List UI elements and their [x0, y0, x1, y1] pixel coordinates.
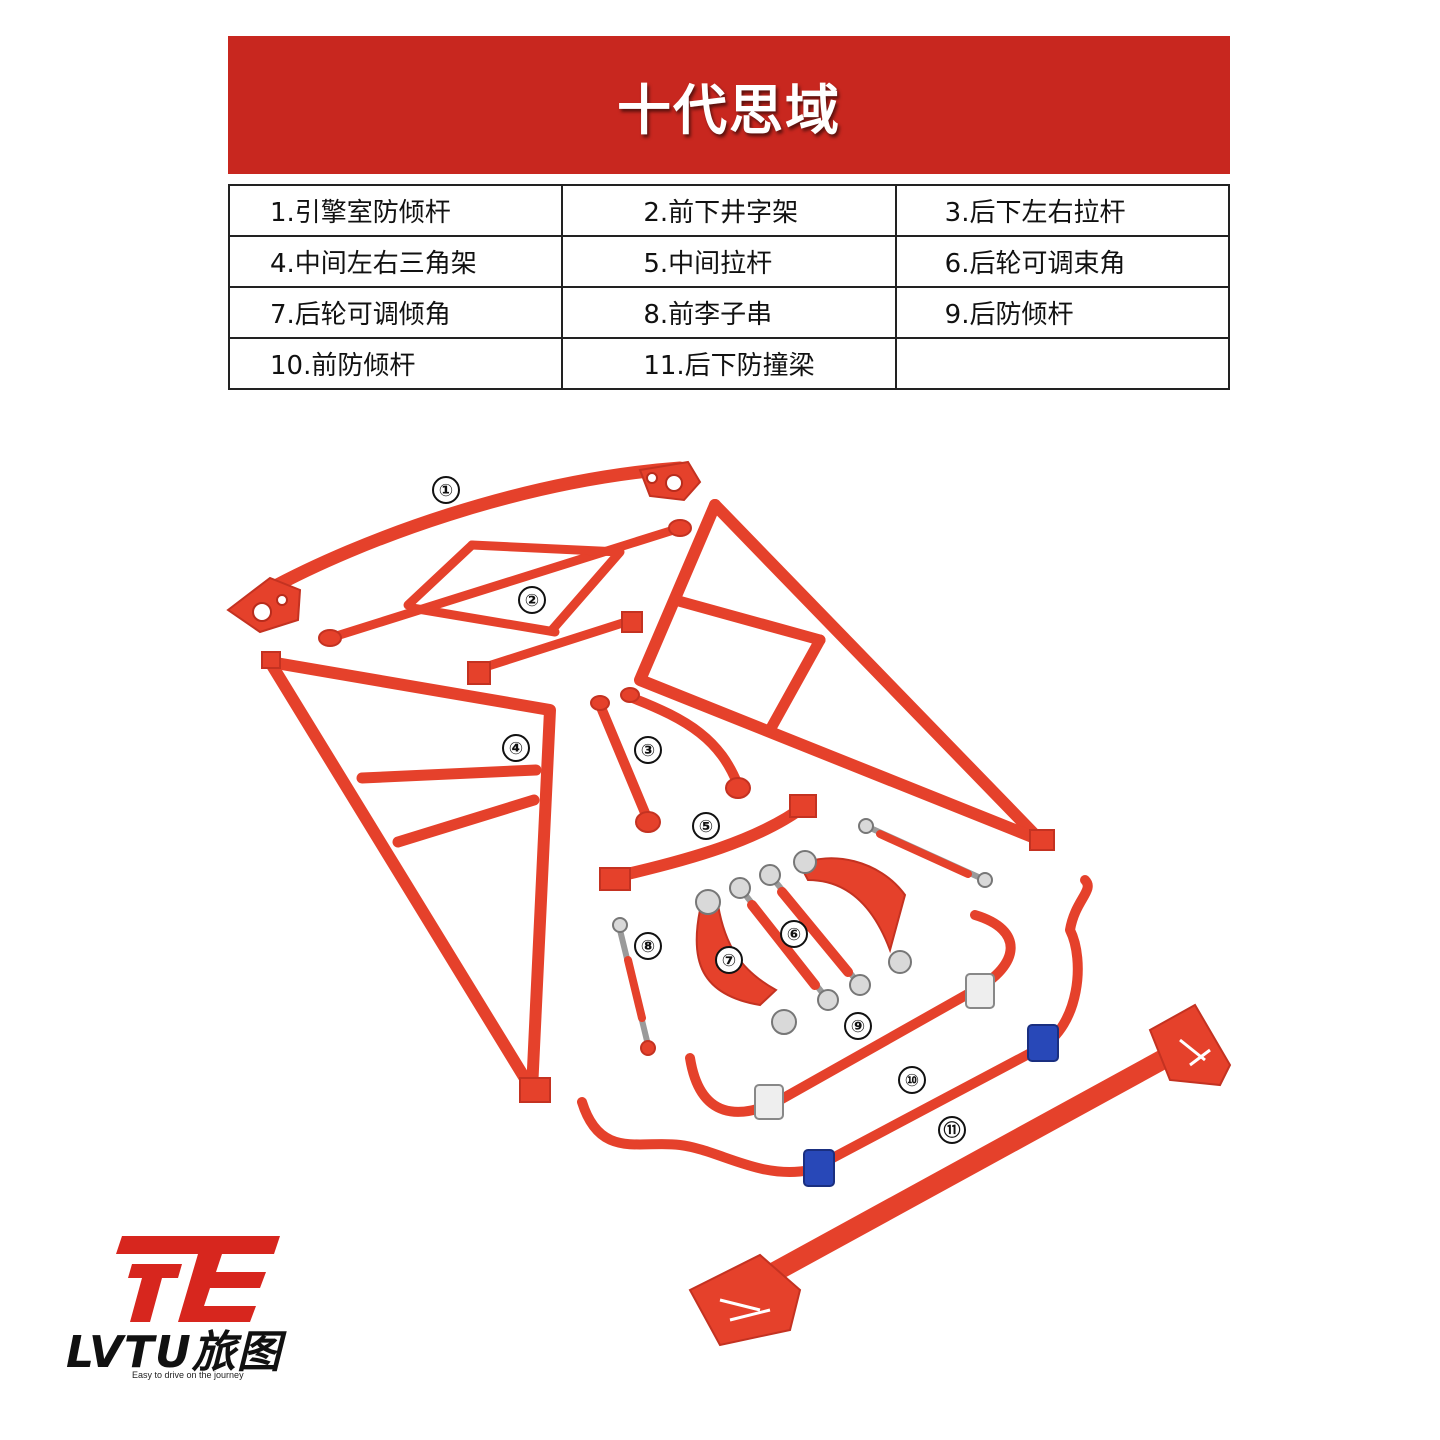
- brand-logo: LVTU旅图 Easy to drive on the journey: [66, 1232, 346, 1382]
- callout-11: ⑪: [938, 1116, 966, 1144]
- rear-lower-links: [590, 687, 751, 833]
- callout-9: ⑨: [844, 1012, 872, 1040]
- front-lower-brace: [318, 519, 692, 685]
- table-cell: 9.后防倾杆: [894, 286, 1231, 339]
- brand-mark-icon: [116, 1236, 280, 1322]
- svg-text:③: ③: [641, 741, 655, 761]
- title-banner: 十代思域: [228, 36, 1230, 174]
- callout-6: ⑥: [780, 920, 808, 948]
- engine-strut-bar: [226, 460, 702, 634]
- adjustable-toe-arms: [729, 864, 871, 1011]
- svg-text:⑦: ⑦: [722, 951, 736, 971]
- middle-link: [599, 794, 817, 891]
- rear-sway-bar: [685, 910, 1016, 1120]
- table-cell: 10.前防倾杆: [227, 337, 564, 390]
- callout-7: ⑦: [715, 946, 743, 974]
- table-cell: 1.引擎室防倾杆: [227, 184, 564, 237]
- table-row: 4.中间左右三角架 5.中间拉杆 6.后轮可调束角: [227, 235, 1231, 288]
- table-cell: 6.后轮可调束角: [894, 235, 1231, 288]
- callout-8: ⑧: [634, 932, 662, 960]
- svg-text:②: ②: [525, 591, 539, 611]
- table-cell: 5.中间拉杆: [561, 235, 897, 288]
- svg-text:⑨: ⑨: [851, 1017, 865, 1037]
- rear-crash-bar: [688, 1003, 1232, 1347]
- svg-text:⑤: ⑤: [699, 817, 713, 837]
- svg-text:④: ④: [509, 739, 523, 759]
- brand-name: LVTU旅图: [66, 1327, 282, 1378]
- table-cell: 3.后下左右拉杆: [894, 184, 1231, 237]
- table-cell: [894, 337, 1231, 390]
- brand-slogan: Easy to drive on the journey: [132, 1370, 244, 1380]
- table-row: 10.前防倾杆 11.后下防撞梁: [227, 337, 1231, 390]
- front-sway-bar: [577, 875, 1093, 1187]
- table-cell: 2.前下井字架: [561, 184, 897, 237]
- callout-2: ②: [518, 586, 546, 614]
- callout-5: ⑤: [692, 812, 720, 840]
- middle-triangle-brace-left: [261, 651, 556, 1103]
- table-cell: 4.中间左右三角架: [227, 235, 564, 288]
- middle-triangle-brace-right: [634, 499, 1055, 851]
- svg-text:⑥: ⑥: [787, 925, 801, 945]
- table-cell: 8.前李子串: [561, 286, 897, 339]
- rear-link-rod: [858, 818, 993, 888]
- callout-1: ①: [432, 476, 460, 504]
- table-row: 7.后轮可调倾角 8.前李子串 9.后防倾杆: [227, 286, 1231, 339]
- svg-text:⑪: ⑪: [944, 1120, 961, 1141]
- callout-4: ④: [502, 734, 530, 762]
- front-tie-rod: [612, 917, 656, 1056]
- page-title: 十代思域: [617, 78, 841, 142]
- callout-3: ③: [634, 736, 662, 764]
- parts-table: 1.引擎室防倾杆 2.前下井字架 3.后下左右拉杆 4.中间左右三角架 5.中间…: [227, 184, 1231, 390]
- table-cell: 7.后轮可调倾角: [227, 286, 564, 339]
- svg-text:①: ①: [439, 481, 453, 501]
- svg-text:⑧: ⑧: [641, 937, 655, 957]
- svg-text:⑩: ⑩: [905, 1071, 919, 1091]
- table-cell: 11.后下防撞梁: [561, 337, 897, 390]
- table-row: 1.引擎室防倾杆 2.前下井字架 3.后下左右拉杆: [227, 184, 1231, 237]
- callout-10: ⑩: [898, 1066, 926, 1094]
- adjustable-camber-arms: [695, 850, 912, 1035]
